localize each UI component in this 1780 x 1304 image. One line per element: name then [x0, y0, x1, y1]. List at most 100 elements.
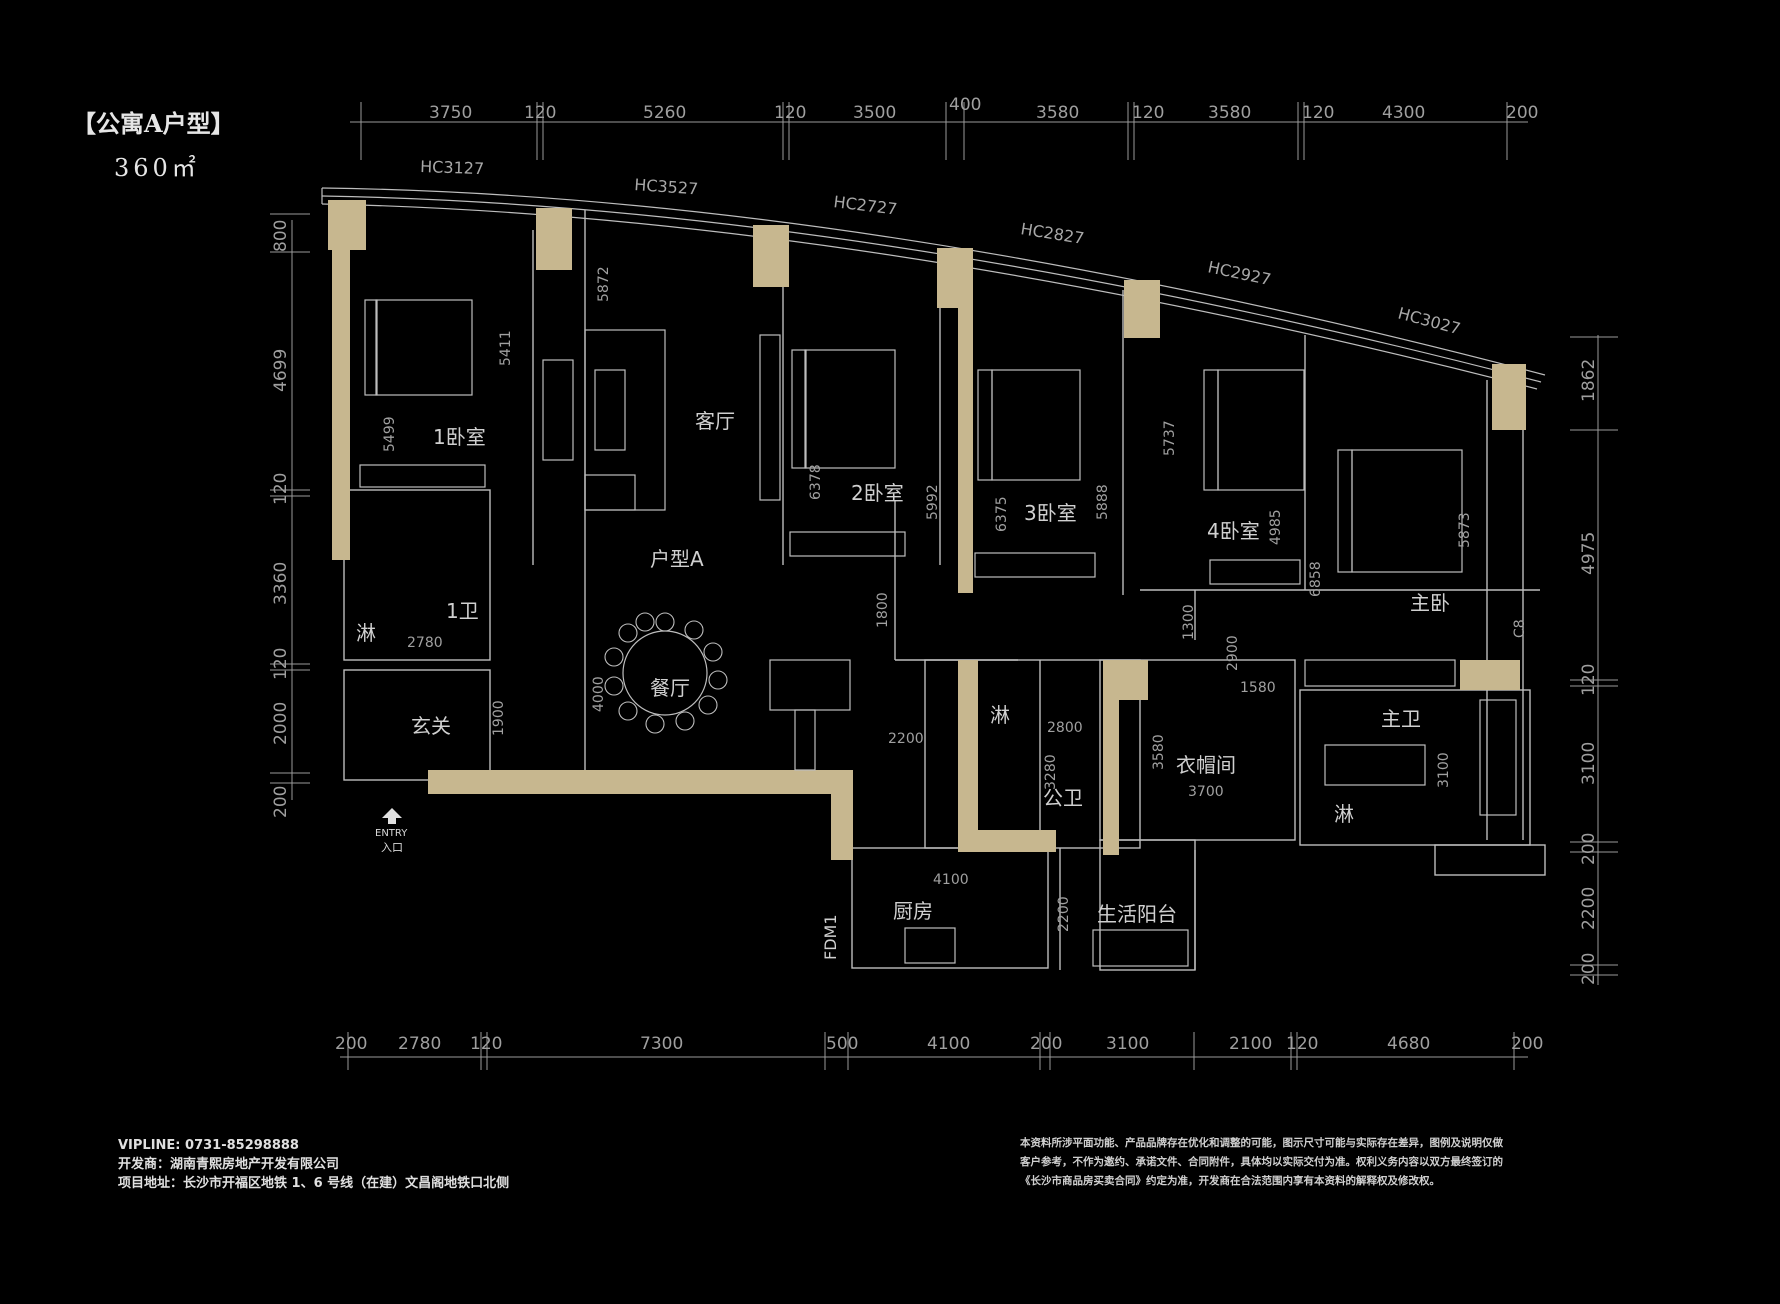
inner-dim: 5872	[596, 266, 612, 302]
entry-arrow-icon	[382, 808, 402, 824]
inner-dim: 5873	[1457, 512, 1473, 548]
bed-icon	[991, 369, 1081, 481]
dim-bottom: 200	[1511, 1034, 1543, 1054]
dimension-lines	[270, 102, 1618, 1070]
room-master: 主卧	[1410, 591, 1450, 615]
room-balcony: 生活阳台	[1097, 902, 1177, 926]
inner-dim: 2800	[1047, 720, 1083, 736]
dim-bottom: 2780	[398, 1034, 441, 1054]
room-bedroom-3: 3卧室	[1024, 501, 1077, 525]
window-labels: HC3127 HC3527 HC2727 HC2827 HC2927 HC302…	[420, 157, 1463, 338]
dim-right: 1862	[1579, 359, 1599, 402]
dim-left: 800	[271, 220, 291, 252]
window-facade	[321, 187, 1546, 390]
dim-left: 4699	[271, 349, 291, 392]
footer-contact: VIPLINE: 0731-85298888 开发商：湖南青熙房地产开发有限公司…	[118, 1136, 509, 1193]
structural-walls	[328, 200, 1526, 860]
dim-top: 120	[1132, 103, 1164, 123]
window-code: HC3527	[634, 175, 699, 198]
dim-right: 200	[1579, 953, 1599, 985]
dimension-labels: 3750 120 5260 120 3500 400 3580 120 3580…	[335, 95, 1543, 1054]
inner-dim: 2780	[407, 635, 443, 651]
inner-dim: 1580	[1240, 680, 1276, 696]
bed-icon	[1217, 369, 1305, 491]
dining-chairs	[604, 612, 728, 734]
entry-label-en: ENTRY	[375, 828, 408, 839]
vipline: VIPLINE: 0731-85298888	[118, 1138, 299, 1153]
dim-bottom: 4100	[927, 1034, 970, 1054]
dimension-labels-vertical: 800 4699 120 3360 120 2000 200 1862 4975…	[271, 220, 1599, 985]
dim-left: 120	[271, 473, 291, 505]
dim-left: 200	[271, 786, 291, 818]
bed-icon	[375, 299, 473, 396]
room-master-bath: 主卫	[1381, 707, 1421, 731]
room-kitchen: 厨房	[893, 899, 933, 923]
dim-bottom: 120	[470, 1034, 502, 1054]
plan-title: 【公寓A户型】	[72, 109, 235, 138]
room-bath-1: 1卫	[446, 599, 479, 623]
bathtub	[1479, 699, 1517, 816]
dim-right: 4975	[1579, 532, 1599, 575]
inner-dim: 2200	[888, 731, 924, 747]
room-public-bath: 公卫	[1043, 786, 1083, 810]
room-closet: 衣帽间	[1176, 753, 1236, 777]
inner-dim: 2900	[1225, 635, 1241, 671]
dim-top: 120	[524, 103, 556, 123]
dim-bottom: 3100	[1106, 1034, 1149, 1054]
dim-bottom: 2100	[1229, 1034, 1272, 1054]
window-code: HC3027	[1396, 304, 1463, 339]
developer: 开发商：湖南青熙房地产开发有限公司	[118, 1157, 340, 1172]
room-foyer: 玄关	[411, 714, 451, 738]
furniture	[359, 299, 1517, 967]
dim-bottom: 4680	[1387, 1034, 1430, 1054]
inner-dim: 5737	[1162, 420, 1178, 456]
disclaimer-line: 本资料所涉平面功能、产品品牌存在优化和调整的可能，图示尺寸可能与实际存在差异，图…	[1020, 1137, 1503, 1149]
inner-dim: 1800	[875, 592, 891, 628]
inner-dim: 3580	[1151, 734, 1167, 770]
room-shower-1: 淋	[356, 621, 376, 645]
bed-icon	[804, 349, 896, 469]
inner-dim: 2200	[1056, 896, 1072, 932]
room-dining: 餐厅	[650, 676, 690, 700]
inner-dim: 6378	[808, 464, 824, 500]
window-code: HC3127	[420, 157, 485, 178]
dim-right: 200	[1579, 833, 1599, 865]
entry-label-zh: 入口	[381, 841, 403, 854]
dim-right: 2200	[1579, 887, 1599, 930]
dim-top: 5260	[643, 103, 686, 123]
window-code: HC2727	[833, 192, 899, 219]
dim-left: 2000	[271, 702, 291, 745]
dim-bottom: 500	[826, 1034, 858, 1054]
dim-top: 200	[1506, 103, 1538, 123]
dim-bottom: 7300	[640, 1034, 683, 1054]
room-shower-2: 淋	[990, 703, 1010, 727]
inner-dimensions: 5872 5411 5499 6378 5992 6375 5888 5737 …	[382, 266, 1528, 932]
inner-dim: 3280	[1043, 754, 1059, 790]
dim-top: 120	[774, 103, 806, 123]
inner-dim: 3700	[1188, 784, 1224, 800]
inner-dim: 1900	[491, 700, 507, 736]
inner-dim: 3100	[1436, 752, 1452, 788]
room-bedroom-1: 1卧室	[433, 425, 486, 449]
plan-area: 360㎡	[114, 154, 200, 182]
window-code: HC2827	[1019, 219, 1085, 248]
window-code: HC2927	[1206, 257, 1272, 289]
inner-dim: 6375	[994, 496, 1010, 532]
inner-dim: C8	[1512, 619, 1528, 638]
dim-left: 120	[271, 648, 291, 680]
disclaimer-line: 客户参考，不作为邀约、承诺文件、合同附件，具体均以实际交付为准。权利义务内容以双…	[1020, 1156, 1503, 1168]
dim-bottom: 120	[1286, 1034, 1318, 1054]
inner-dim: 6858	[1308, 561, 1324, 597]
room-bedroom-2: 2卧室	[851, 481, 904, 505]
inner-dim: 5992	[925, 484, 941, 520]
inner-dim: 5411	[498, 330, 514, 366]
room-bedroom-4: 4卧室	[1207, 519, 1260, 543]
dining-table	[622, 630, 708, 716]
dim-top: 3580	[1208, 103, 1251, 123]
dim-top: 3750	[429, 103, 472, 123]
dim-right: 120	[1579, 664, 1599, 696]
dim-top: 3500	[853, 103, 896, 123]
dim-top: 400	[949, 95, 981, 115]
partitions	[343, 210, 1546, 971]
door-code: FDM1	[821, 914, 840, 960]
